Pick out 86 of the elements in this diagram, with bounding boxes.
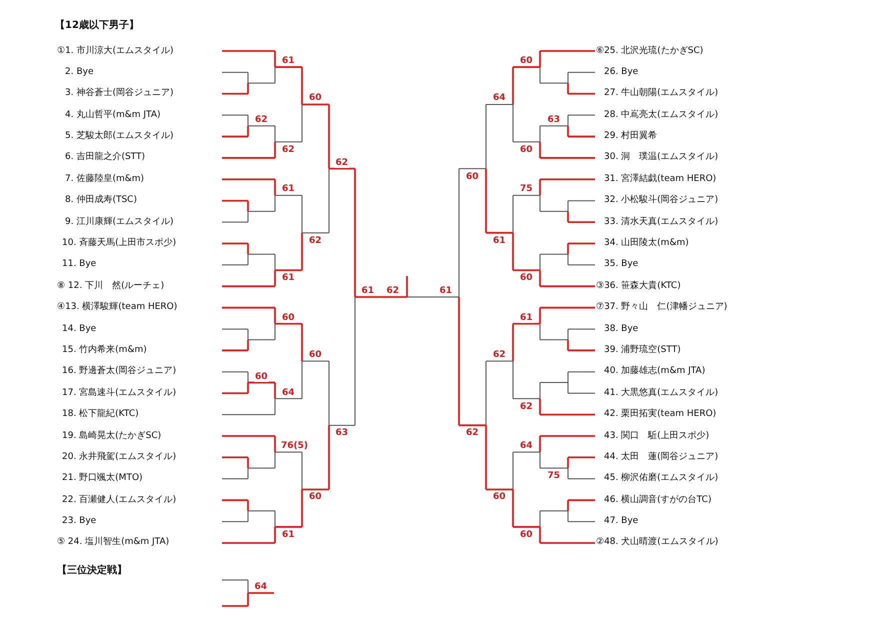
score-label: 61 [492,236,507,246]
player-entry: 19. 島崎晃太(たかぎSC) [62,430,162,442]
player-entry: ④13. 横澤駿輝(team HERO) [57,302,178,314]
score-label: 75 [546,471,562,482]
section-heading: 【三位決定戦】 [57,565,127,577]
player-entry: 33. 清水天真(エムスタイル) [604,216,718,228]
score-label: 60 [519,530,534,540]
player-entry: 47. Bye [604,516,638,528]
player-entry: ①1. 市川涼大(エムスタイル) [57,46,174,56]
score-label: 60 [254,372,269,382]
player-entry: 38. Bye [604,324,638,335]
score-label: 64 [281,388,296,398]
score-label: 62 [385,286,400,296]
score-label: 61 [360,286,376,296]
player-entry: ⑥25. 北沢光琉(たかぎSC) [596,46,704,56]
player-entry: 14. Bye [62,324,96,335]
score-label: 64 [519,441,534,452]
player-entry: ⑧ 12. 下川 然(ルーチェ) [57,280,164,292]
player-entry: 41. 大黒悠真(エムスタイル) [604,388,718,399]
score-label: 60 [519,273,534,284]
player-entry: 31. 宮澤結戯(team HERO) [604,174,716,185]
score-label: 60 [519,144,534,155]
player-entry: 28. 中嶌亮太(エムスタイル) [604,110,718,121]
score-label: 75 [519,184,534,194]
player-entry: 5. 芝駿太郎(エムスタイル) [65,131,174,142]
score-label: 62 [281,144,296,155]
player-entry: 44. 太田 蓮(岡谷ジュニア) [604,452,718,463]
player-entry: 6. 吉田龍之介(STT) [65,152,146,164]
player-entry: 11. Bye [62,259,96,270]
player-entry: 22. 百瀬健人(エムスタイル) [62,494,176,506]
score-label: 64 [254,582,268,592]
player-entry: 32. 小松駿斗(岡谷ジュニア) [604,195,718,206]
score-label: 60 [308,492,323,502]
score-label: 61 [438,286,454,296]
score-label: 62 [334,158,350,168]
player-entry: 4. 丸山哲平(m&m JTA) [65,110,160,121]
score-label: 62 [519,402,534,412]
score-label: 61 [519,312,534,323]
score-label: 61 [281,530,296,540]
player-entry: 10. 斉藤天馬(上田市スポ少) [62,238,176,249]
player-entry: 17. 宮島速斗(エムスタイル) [62,388,176,399]
score-label: 61 [281,56,296,66]
player-entry: 42. 栗田拓実(team HERO) [604,409,716,420]
player-entry: 20. 永井飛駕(エムスタイル) [62,452,176,463]
player-entry: 43. 関口 駈(上田スポ少) [604,430,710,442]
score-label: 60 [519,56,534,66]
player-entry: 18. 松下龍紀(KTC) [62,409,139,420]
score-label: 61 [281,273,296,284]
player-entry: 2. Bye [65,66,94,78]
score-label: 76(5) [280,441,310,452]
score-label: 60 [492,492,507,502]
player-entry: 45. 柳沢佑磨(エムスタイル) [604,473,718,484]
score-label: 62 [308,236,323,246]
player-entry: 15. 竹内希来(m&m) [62,344,147,356]
player-entry: 16. 野邊蒼太(岡谷ジュニア) [62,366,176,378]
score-label: 62 [465,428,480,438]
player-entry: 35. Bye [604,259,638,270]
score-label: 62 [254,114,269,125]
player-entry: 27. 牛山朝陽(エムスタイル) [604,88,718,100]
player-entry: 46. 横山調音(すがの台TC) [604,494,712,506]
player-entry: 3. 神谷蒼士(岡谷ジュニア) [65,88,174,100]
player-entry: 7. 佐藤陸皇(m&m) [65,174,144,185]
score-label: 63 [334,428,350,438]
score-label: 60 [308,93,323,104]
score-label: 61 [281,184,296,194]
score-label: 64 [492,93,507,104]
player-entry: 23. Bye [62,516,96,528]
score-label: 63 [546,114,562,125]
player-entry: 21. 野口颯太(MTO) [62,473,143,484]
player-entry: 34. 山田陵太(m&m) [604,238,689,249]
score-label: 60 [308,350,323,360]
player-entry: 39. 浦野琉空(STT) [604,344,681,356]
player-entry: 29. 村田翼希 [604,131,658,142]
bracket-title: 【12歳以下男子】 [55,20,139,32]
player-entry: 8. 仲田成寿(TSC) [65,195,137,206]
score-label: 60 [465,172,480,182]
player-entry: 40. 加藤雄志(m&m JTA) [604,366,706,378]
player-entry: ⑤ 24. 塩川智生(m&m JTA) [57,537,170,548]
player-entry: ⑦37. 野々山 仁(津幡ジュニア) [596,302,728,314]
player-entry: 30. 洞 璞温(エムスタイル) [604,152,718,164]
player-entry: ②48. 犬山晴渡(エムスタイル) [596,537,718,548]
player-entry: ③36. 笹森大貴(KTC) [596,280,681,292]
player-entry: 26. Bye [604,66,638,78]
score-label: 60 [281,312,296,323]
score-label: 62 [492,350,507,360]
player-entry: 9. 江川康輝(エムスタイル) [65,216,174,228]
